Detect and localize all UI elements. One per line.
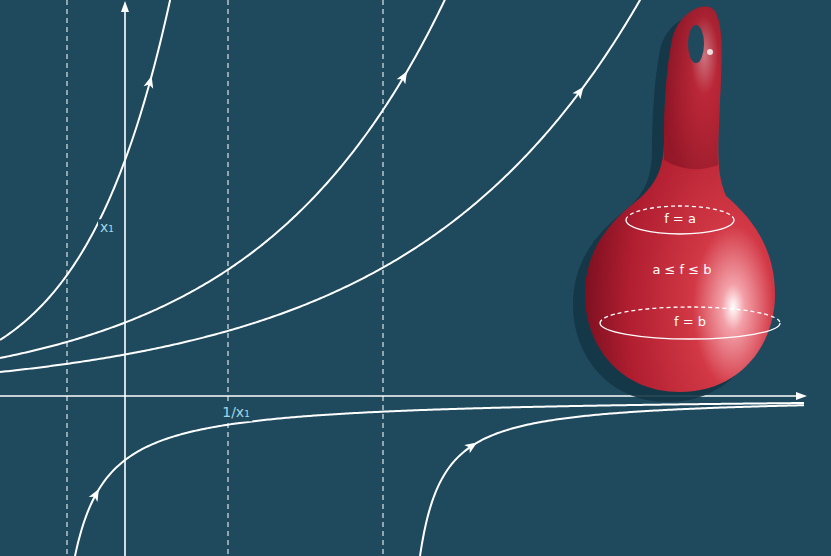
trajectory bbox=[0, 0, 448, 358]
flow-arrowhead bbox=[397, 69, 412, 84]
flow-arrowhead bbox=[89, 487, 104, 502]
flow-arrowhead bbox=[464, 438, 480, 453]
level-set-label: f = a bbox=[662, 211, 698, 227]
trajectories bbox=[0, 0, 804, 556]
trajectory bbox=[0, 0, 172, 340]
axis-tick-label: 1/x₁ bbox=[220, 404, 252, 421]
trajectory bbox=[74, 403, 804, 556]
flow-arrowhead bbox=[572, 84, 587, 100]
axes bbox=[0, 1, 807, 556]
axis-label: x₁ bbox=[98, 219, 116, 236]
trajectory bbox=[0, 0, 644, 372]
trajectory bbox=[420, 405, 804, 556]
flow-arrowhead bbox=[144, 75, 157, 89]
surface-illustration bbox=[573, 7, 780, 402]
region-label: a ≤ f ≤ b bbox=[650, 262, 713, 278]
level-set-label: f = b bbox=[672, 314, 708, 330]
dashed-guide bbox=[67, 0, 383, 556]
